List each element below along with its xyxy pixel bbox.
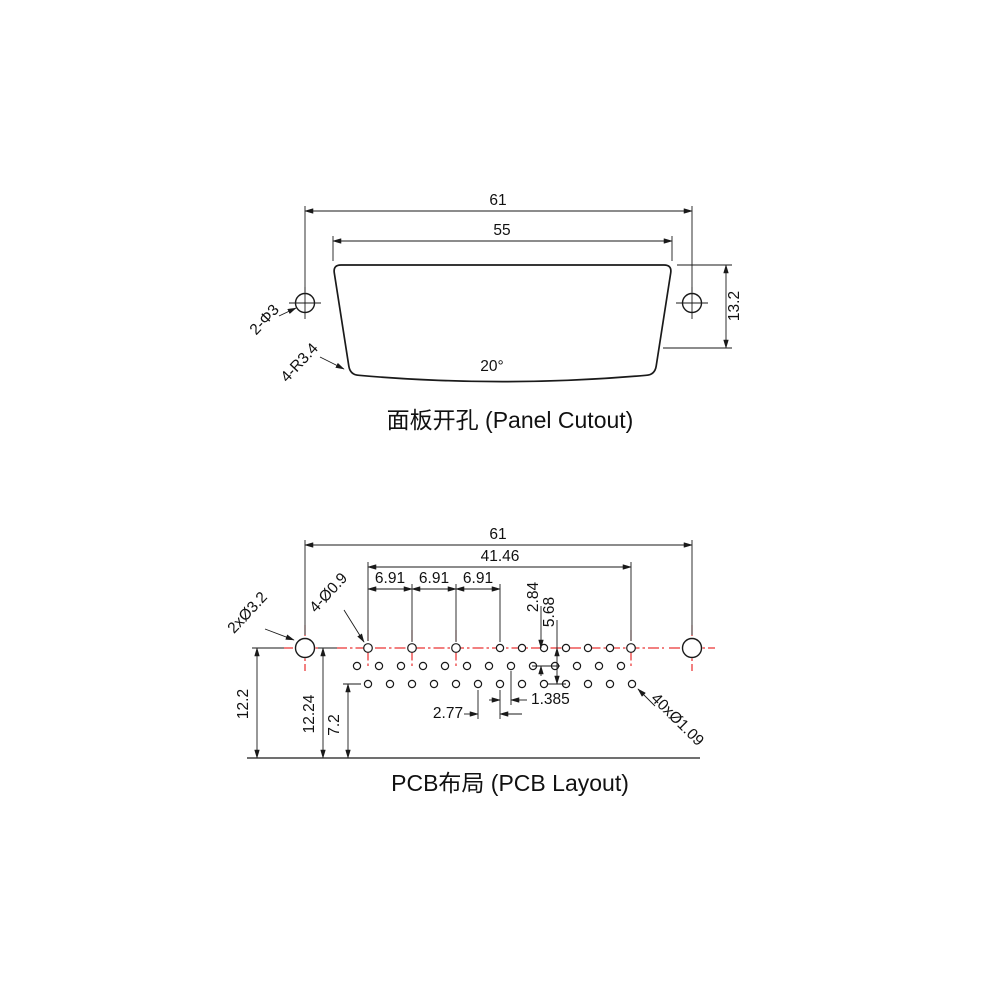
pcb-dim-pin-span: 41.46: [367, 548, 632, 641]
panel-dim-outer-width: 61: [304, 192, 693, 292]
pcb-dim-row3-to-edge-label: 7.2: [326, 714, 343, 736]
panel-dim-height: 13.2: [663, 264, 743, 349]
pcb-dim-row-gap-small: 2.84: [525, 582, 560, 676]
panel-mount-hole-right: [676, 287, 708, 319]
panel-mount-hole-left: [289, 287, 321, 319]
pcb-dim-hole-to-edge: 12.2: [235, 647, 284, 759]
pcb-dim-outer-width: 61: [304, 526, 693, 635]
pcb-dim-stagger: 1.385: [489, 671, 570, 708]
pcb-label-signal-holes-text: 40xØ1.09: [647, 690, 707, 750]
panel-label-mount-holes-text: 2-Φ3: [247, 301, 283, 338]
pcb-dim-hole-to-edge-label: 12.2: [235, 689, 252, 719]
pcb-pin-row-2: [352, 661, 626, 671]
pcb-label-signal-holes: 40xØ1.09: [637, 688, 707, 750]
panel-cutout-view: 61 55 13.2 2-Φ3 4-R3.4 20° 面板开孔: [247, 192, 743, 433]
pcb-dim-row-gap-small-label: 2.84: [525, 582, 542, 613]
panel-label-mount-holes: 2-Φ3: [247, 301, 297, 338]
panel-dim-outer-width-label: 61: [489, 192, 506, 209]
pcb-mount-hole-right: [681, 637, 703, 659]
pcb-dim-pin-pitch: 2.77: [433, 690, 522, 722]
pcb-dim-coax-pitch-3: 6.91: [463, 570, 493, 587]
pcb-dim-row3-to-edge: 7.2: [326, 683, 361, 759]
pcb-mount-hole-left: [294, 637, 316, 659]
pcb-dim-stagger-label: 1.385: [531, 691, 570, 708]
pcb-layout-title: PCB布局 (PCB Layout): [391, 770, 629, 796]
pcb-layout-view: 61 41.46 6.91 6.91 6.91 2.84: [224, 526, 715, 796]
pcb-dim-pin-span-label: 41.46: [481, 548, 520, 565]
pcb-dim-row-gap-large: 5.68: [541, 597, 566, 685]
pcb-dim-row-gap-large-label: 5.68: [541, 597, 558, 627]
pcb-dim-row1-to-edge-label: 12.24: [301, 694, 318, 733]
pcb-label-mount-holes: 2xØ3.2: [224, 589, 295, 641]
panel-dim-cutout-width-label: 55: [493, 222, 510, 239]
pcb-dim-outer-width-label: 61: [489, 526, 506, 543]
pcb-dim-coax-pitch-1: 6.91: [375, 570, 405, 587]
panel-label-corner-radius: 4-R3.4: [278, 340, 345, 386]
panel-angle-label: 20°: [480, 358, 503, 375]
pcb-label-coax-holes-text: 4-Ø0.9: [306, 570, 351, 616]
pcb-dim-coax-pitch-2: 6.91: [419, 570, 449, 587]
panel-label-corner-radius-text: 4-R3.4: [278, 340, 322, 386]
panel-cutout-title: 面板开孔 (Panel Cutout): [387, 407, 634, 433]
pcb-dim-row1-to-edge: 12.24: [301, 647, 337, 759]
pcb-label-coax-holes: 4-Ø0.9: [306, 570, 365, 643]
panel-dim-height-label: 13.2: [726, 291, 743, 321]
pcb-dim-coax-pitch: 6.91 6.91 6.91: [367, 570, 501, 642]
pcb-dim-pin-pitch-label: 2.77: [433, 705, 463, 722]
panel-dim-cutout-width: 55: [332, 222, 673, 261]
pcb-label-mount-holes-text: 2xØ3.2: [224, 589, 271, 637]
pcb-pin-row-3: [363, 679, 637, 689]
panel-cutout-shape: [333, 264, 672, 383]
pcb-coax-pins: [363, 643, 636, 653]
